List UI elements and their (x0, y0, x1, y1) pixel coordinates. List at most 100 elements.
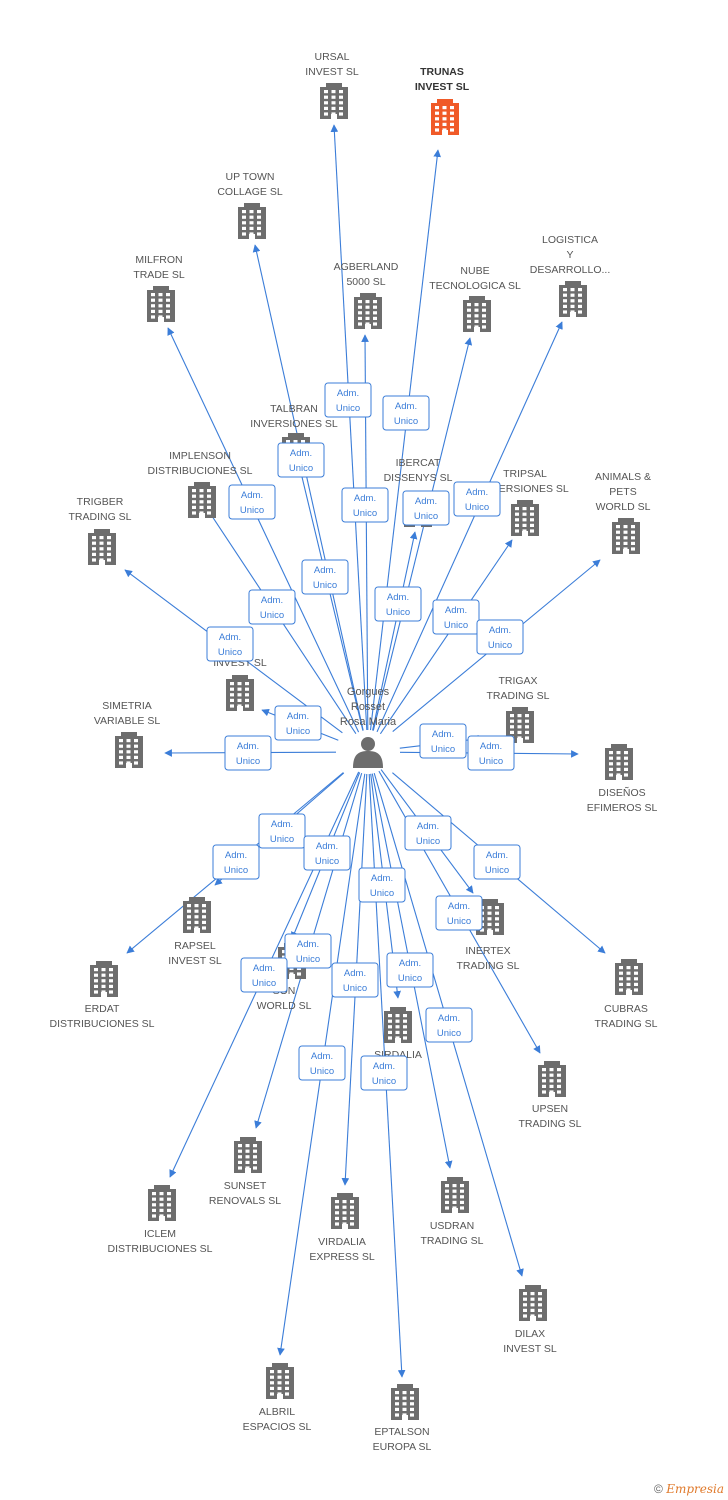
role-label-ursal[interactable]: Adm.Unico (324, 382, 372, 418)
role-text: Adm. (395, 401, 417, 412)
company-node-logistica[interactable]: LOGISTICAYDESARROLLO... (530, 234, 611, 317)
role-label-erdat[interactable]: Adm.Unico (212, 844, 260, 880)
role-label-virdalia[interactable]: Adm.Unico (331, 962, 379, 998)
role-label-dilax[interactable]: Adm.Unico (425, 1007, 473, 1043)
role-label-milfron[interactable]: Adm.Unico (228, 484, 276, 520)
role-label-ibercat[interactable]: Adm.Unico (374, 586, 422, 622)
building-icon (234, 1137, 262, 1173)
building-icon (183, 897, 211, 933)
company-name-line: TRUNAS (420, 66, 464, 78)
edge-tripsal (379, 539, 513, 735)
role-label-sunset[interactable]: Adm.Unico (284, 933, 332, 969)
role-text: Adm. (354, 493, 376, 504)
role-text: Unico (310, 1066, 334, 1077)
role-label-upsen[interactable]: Adm.Unico (435, 895, 483, 931)
role-text: Unico (431, 744, 455, 755)
role-box (386, 952, 434, 988)
role-box (228, 484, 276, 520)
company-name-line: IMPLENSON (169, 450, 231, 462)
company-name-line: PETS (609, 486, 636, 498)
role-box (404, 815, 452, 851)
role-label-talbran[interactable]: Adm.Unico (301, 559, 349, 595)
role-box (435, 895, 483, 931)
role-label-iclem[interactable]: Adm.Unico (240, 957, 288, 993)
role-box (324, 382, 372, 418)
company-name-line: TALBRAN (270, 403, 318, 415)
role-label-logistica[interactable]: Adm.Unico (453, 481, 501, 517)
role-label-r_invest[interactable]: Adm.Unico (274, 705, 322, 741)
role-label-inertex[interactable]: Adm.Unico (404, 815, 452, 851)
company-name-line: UPSEN (532, 1103, 568, 1115)
role-box (453, 481, 501, 517)
company-name-line: INVEST SL (168, 955, 222, 967)
role-label-uptown[interactable]: Adm.Unico (277, 442, 325, 478)
role-text: Unico (343, 983, 367, 994)
role-label-agberland[interactable]: Adm.Unico (341, 487, 389, 523)
role-label-cubras[interactable]: Adm.Unico (473, 844, 521, 880)
role-label-trunas[interactable]: Adm.Unico (382, 395, 430, 431)
role-label-rapsel[interactable]: Adm.Unico (258, 813, 306, 849)
role-label-tripsal[interactable]: Adm.Unico (432, 599, 480, 635)
role-box (419, 723, 467, 759)
role-label-disenos[interactable]: Adm.Unico (467, 735, 515, 771)
company-name-line: TRADING SL (456, 960, 519, 972)
role-label-albril[interactable]: Adm.Unico (298, 1045, 346, 1081)
building-icon (148, 1185, 176, 1221)
building-icon (559, 281, 587, 317)
role-label-simetria[interactable]: Adm.Unico (224, 735, 272, 771)
role-label-trigax[interactable]: Adm.Unico (419, 723, 467, 759)
role-label-sonworld[interactable]: Adm.Unico (303, 835, 351, 871)
person-name-line: Gorgues (347, 686, 390, 698)
company-name-line: EUROPA SL (373, 1441, 432, 1453)
company-name-line: DISSENYS SL (384, 472, 453, 484)
role-label-nube[interactable]: Adm.Unico (402, 490, 450, 526)
role-label-implenson[interactable]: Adm.Unico (248, 589, 296, 625)
role-label-eptalson[interactable]: Adm.Unico (360, 1055, 408, 1091)
role-text: Adm. (445, 605, 467, 616)
role-label-trigber[interactable]: Adm.Unico (206, 626, 254, 662)
company-name-line: TRADE SL (133, 269, 185, 281)
role-label-usdran[interactable]: Adm.Unico (386, 952, 434, 988)
person-name-line: Rosset (351, 701, 385, 713)
role-box (331, 962, 379, 998)
person-icon (353, 737, 383, 768)
company-name-line: DILAX (515, 1328, 545, 1340)
building-icon (384, 1007, 412, 1043)
role-text: Unico (488, 640, 512, 651)
role-text: Adm. (241, 490, 263, 501)
role-label-animals[interactable]: Adm.Unico (476, 619, 524, 655)
building-icon (226, 675, 254, 711)
company-name-line: IBERCAT (396, 457, 441, 469)
building-icon (90, 961, 118, 997)
role-label-sirdalia[interactable]: Adm.Unico (358, 867, 406, 903)
company-name-line: LOGISTICA (542, 234, 598, 246)
role-text: Unico (447, 916, 471, 927)
footer-brand[interactable]: © Empresia (654, 1482, 724, 1496)
